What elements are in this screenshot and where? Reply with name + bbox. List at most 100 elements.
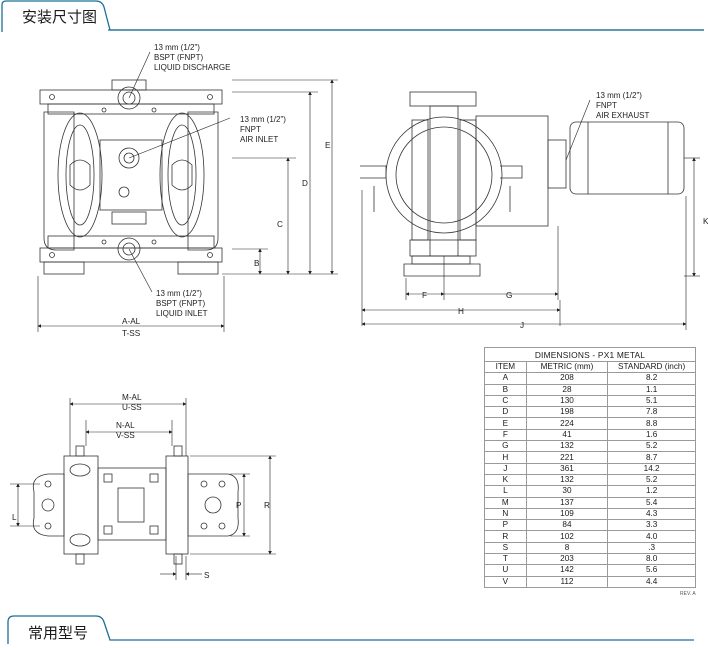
dim-label-d: D [302,179,308,188]
dimension-drawing: 13 mm (1/2") BSPT (FNPT) LIQUID DISCHARG… [10,43,708,580]
dim-label-v: V-SS [116,431,135,440]
cell-standard: 1.1 [607,383,696,396]
cell-item: M [484,496,527,509]
dim-label-h: H [458,307,464,316]
cell-metric: 112 [525,575,609,588]
cell-item: N [484,507,527,521]
cell-metric: 361 [525,462,609,475]
front-view [39,79,223,275]
column-header-standard: STANDARD (inch) [607,360,696,374]
cell-metric: 203 [525,553,609,566]
dim-label-u: U-SS [122,403,142,412]
cell-item: T [484,553,527,566]
cell-standard: 7.8 [607,406,696,419]
dim-label-k: K [703,217,708,226]
dim-label-s: S [204,571,210,580]
revision-note: REV. A [680,591,696,597]
bottom-view [32,445,239,565]
cell-standard: 5.2 [607,473,696,487]
cell-item: J [484,462,527,475]
dim-label-a: A-AL [122,317,141,326]
dim-label-e: E [325,141,331,150]
cell-metric: 8 [525,541,609,555]
dim-label-n: N-AL [116,421,135,430]
cell-item: U [484,564,527,577]
dim-label-f: F [422,291,427,300]
cell-metric: 84 [525,519,609,532]
cell-metric: 102 [525,530,609,543]
cell-metric: 130 [525,394,609,408]
cell-standard: 1.6 [607,428,696,442]
cell-standard: 5.2 [607,440,696,453]
cell-standard: 5.1 [607,394,696,408]
callout-discharge-thread: BSPT (FNPT) [154,53,204,62]
cell-standard: 8.2 [607,372,696,385]
section-title-models: 常用型号 [28,624,89,642]
cell-item: S [484,541,527,555]
dim-label-l: L [12,513,17,522]
cell-standard: 8.7 [607,451,696,464]
cell-metric: 221 [525,451,609,464]
callout-air-inlet-size: 13 mm (1/2") [240,115,286,124]
section-title-install: 安装尺寸图 [22,8,98,26]
cell-item: B [484,383,527,396]
callout-air-exhaust-thread: FNPT [596,101,617,110]
cell-item: L [484,485,527,498]
table-header-row: ITEM METRIC (mm) STANDARD (inch) [484,360,696,374]
cell-metric: 30 [525,485,609,498]
cell-item: G [484,440,527,453]
dim-label-j: J [520,321,524,330]
callout-liquid-discharge: 13 mm (1/2") BSPT (FNPT) LIQUID DISCHARG… [154,43,230,72]
callout-air-exhaust-name: AIR EXHAUST [596,111,649,120]
section-header-install: 安装尺寸图 [0,0,708,34]
cell-standard: 5.6 [607,564,696,577]
section-header-frame [7,615,694,644]
callout-air-inlet-name: AIR INLET [240,135,278,144]
cell-standard: 8.0 [607,553,696,566]
cell-metric: 142 [525,564,609,577]
cell-metric: 109 [525,507,609,521]
cell-metric: 132 [525,440,609,453]
dim-label-m: M-AL [122,393,142,402]
cell-metric: 224 [525,417,609,430]
callout-air-inlet-thread: FNPT [240,125,261,134]
cell-metric: 41 [525,428,609,442]
cell-item: R [484,530,527,543]
callout-liquid-inlet-name: LIQUID INLET [156,309,208,318]
cell-metric: 132 [525,473,609,487]
cell-item: H [484,451,527,464]
cell-standard: 5.4 [607,496,696,509]
cell-standard: .3 [607,541,696,555]
dim-label-b: B [254,259,260,268]
callout-air-inlet: 13 mm (1/2") FNPT AIR INLET [240,115,286,144]
table-caption: DIMENSIONS - PX1 METAL [484,347,696,362]
cell-item: P [484,519,527,532]
column-header-item: ITEM [484,360,527,374]
cell-standard: 4.0 [607,530,696,543]
cell-item: A [484,372,527,385]
cell-metric: 28 [525,383,609,396]
cell-item: D [484,406,527,419]
callout-liquid-inlet-size: 13 mm (1/2") [156,289,202,298]
cell-item: K [484,473,527,487]
cell-standard: 1.2 [607,485,696,498]
section-header-models: 常用型号 [0,612,708,646]
cell-metric: 137 [525,496,609,509]
cell-item: V [484,575,527,588]
